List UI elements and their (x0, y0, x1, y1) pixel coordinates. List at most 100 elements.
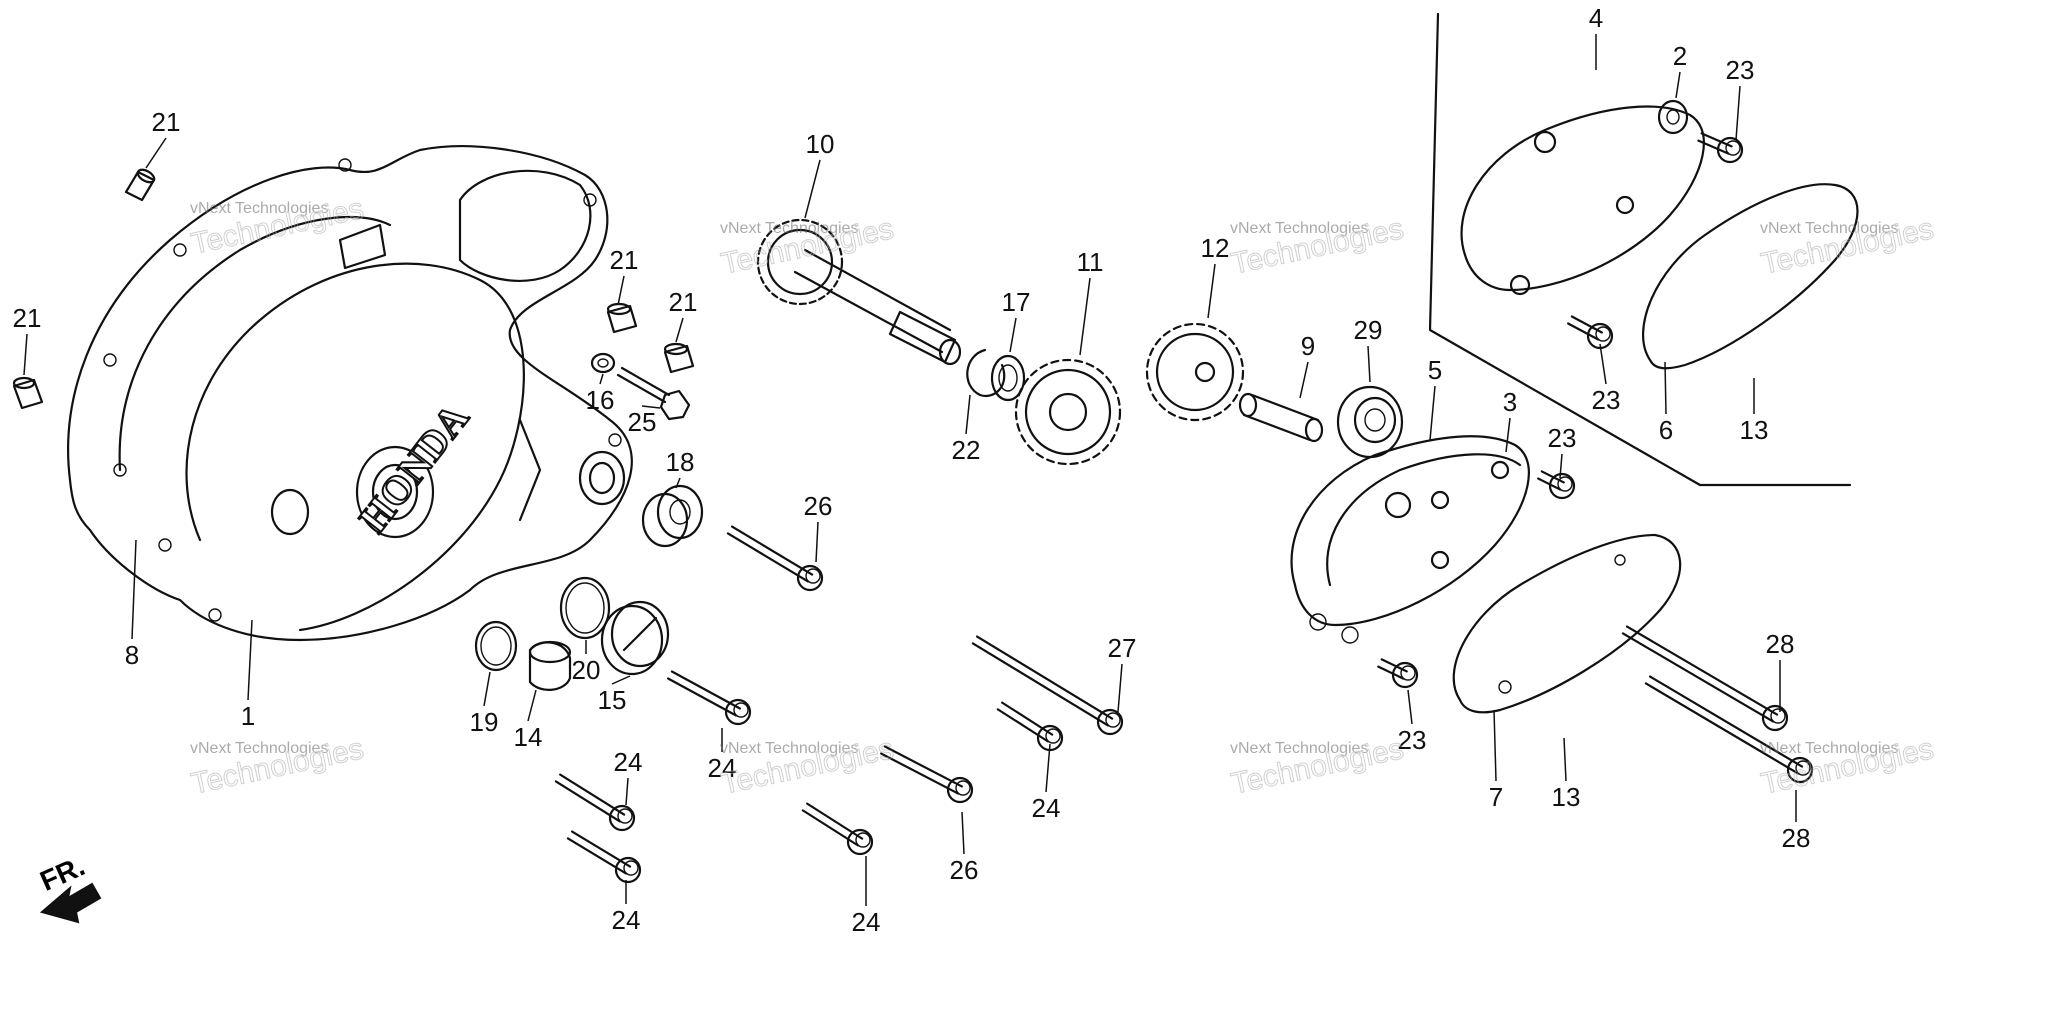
kick-shaft (756, 218, 962, 366)
washer-2 (1657, 99, 1689, 135)
callout-13a: 13 (1739, 415, 1769, 445)
leader-line (527, 689, 537, 722)
gear-11 (1014, 358, 1122, 466)
leader-line (1079, 277, 1091, 356)
leader-line (1009, 317, 1017, 353)
leader-line (1429, 385, 1436, 441)
callout-24c: 24 (1031, 793, 1061, 823)
crankcase-cover (67, 145, 633, 642)
dowel-pins (12, 168, 695, 410)
callout-6: 6 (1658, 415, 1674, 445)
leader-line (599, 373, 604, 385)
callout-25: 25 (627, 407, 657, 437)
bolt (1567, 315, 1614, 350)
leader-lines (23, 34, 1797, 906)
callout-24d: 24 (611, 905, 641, 935)
callout-29: 29 (1353, 315, 1383, 345)
leader-line (641, 405, 661, 409)
bolt (880, 745, 974, 804)
gasket-6 (1641, 183, 1859, 370)
callout-19: 19 (469, 707, 499, 737)
pin-and-bearing (1238, 385, 1404, 459)
callout-13b: 13 (1551, 782, 1581, 812)
leader-line (961, 811, 965, 855)
bolt (666, 670, 752, 726)
callout-21d: 21 (668, 287, 698, 317)
cover-4 (1460, 105, 1705, 296)
leader-line (23, 333, 28, 376)
front-arrow-icon (39, 882, 102, 924)
leader-line (625, 777, 629, 806)
callout-23c: 23 (1591, 385, 1621, 415)
leader-line (1735, 85, 1741, 141)
callout-26b: 26 (949, 855, 979, 885)
bolt (801, 802, 874, 856)
callout-28a: 28 (1765, 629, 1795, 659)
leader-line (1045, 743, 1051, 793)
leader-line (1563, 737, 1567, 782)
callout-12: 12 (1200, 233, 1230, 263)
gear-12 (1145, 322, 1245, 422)
o-rings-and-plugs (474, 576, 670, 691)
leader-line (247, 619, 253, 701)
leader-line (1207, 263, 1216, 319)
clip-and-washer (966, 348, 1026, 402)
callout-11: 11 (1076, 247, 1104, 277)
bolt (996, 701, 1064, 752)
leader-line (1664, 361, 1667, 415)
callout-28b: 28 (1781, 823, 1811, 853)
callout-22: 22 (951, 435, 981, 465)
bolt (1697, 132, 1744, 164)
leader-line (675, 317, 684, 343)
bolt (1537, 470, 1576, 500)
leader-line (611, 675, 631, 685)
subassembly-frame (1428, 12, 1852, 487)
leader-line (1299, 361, 1309, 399)
callout-7: 7 (1488, 782, 1504, 812)
callout-17: 17 (1001, 287, 1031, 317)
leader-line (1493, 709, 1497, 782)
leader-line (1117, 663, 1123, 713)
bolt (554, 773, 636, 832)
bolt (1621, 625, 1789, 732)
leader-line (483, 671, 491, 707)
washer-and-bolt (590, 352, 691, 421)
callout-16: 16 (585, 385, 615, 415)
bolt (1644, 675, 1814, 784)
callout-21c: 21 (609, 245, 639, 275)
leader-line (131, 539, 137, 640)
callout-9: 9 (1300, 331, 1316, 361)
callout-8: 8 (124, 640, 140, 670)
callout-23a: 23 (1725, 55, 1755, 85)
callout-24b: 24 (707, 753, 737, 783)
bolt (971, 635, 1124, 736)
oil-seal (641, 484, 704, 548)
leader-line (1407, 689, 1413, 725)
leader-line (965, 394, 971, 435)
bolt (1377, 658, 1419, 689)
callout-20: 20 (571, 655, 601, 685)
leader-line (1505, 417, 1511, 453)
callout-3: 3 (1502, 387, 1518, 417)
callout-2: 2 (1672, 41, 1688, 71)
leader-line (145, 137, 167, 169)
gear-cover (1290, 435, 1530, 644)
bolt (566, 830, 642, 884)
callout-1: 1 (240, 701, 256, 731)
callout-15: 15 (597, 685, 627, 715)
callout-24a: 24 (613, 747, 643, 777)
leader-line (804, 159, 821, 219)
callout-4: 4 (1588, 3, 1604, 33)
leader-line (1367, 345, 1371, 383)
callout-24e: 24 (851, 907, 881, 937)
callout-18: 18 (665, 447, 695, 477)
leader-line (1599, 343, 1607, 385)
gasket-7 (1452, 533, 1682, 714)
callout-23b: 23 (1547, 423, 1577, 453)
callout-26a: 26 (803, 491, 833, 521)
callout-21b: 21 (12, 303, 42, 333)
bolt (726, 525, 824, 592)
callout-14: 14 (513, 722, 543, 752)
brand-lettering: HONDA (350, 395, 477, 540)
